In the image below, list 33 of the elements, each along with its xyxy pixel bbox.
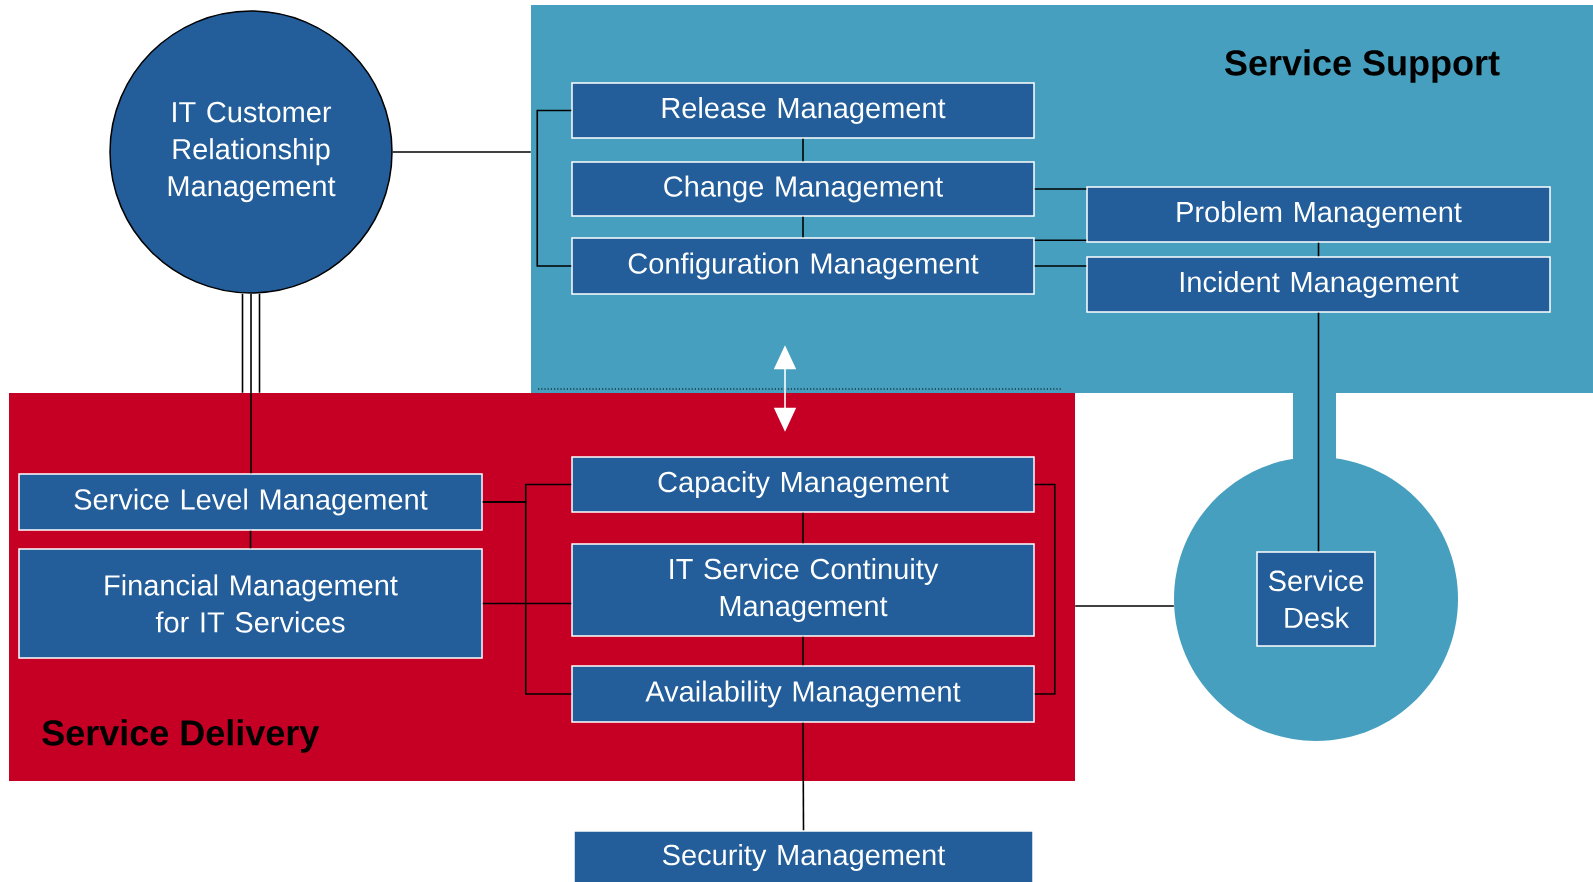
connector-line <box>1033 265 1088 267</box>
process-box: Incident Management <box>1086 256 1551 313</box>
connector-line <box>481 501 573 695</box>
process-box: Service Desk <box>1256 551 1376 647</box>
panel-title: Service Support <box>1225 49 1500 83</box>
connector-line <box>481 602 573 605</box>
process-box: Release Management <box>571 82 1035 139</box>
connector-line <box>802 635 804 667</box>
connector-line <box>1033 239 1088 242</box>
process-box: IT Service Continuity Management <box>571 543 1035 637</box>
connector-line <box>1033 188 1088 190</box>
connector-line <box>536 109 573 267</box>
panel-title: Service Delivery <box>42 719 320 753</box>
process-box: Financial Management for IT Services <box>18 548 483 659</box>
connector-line <box>1033 483 1056 695</box>
connector-line <box>802 511 804 545</box>
connector-line <box>802 721 805 832</box>
connector-line <box>391 151 532 153</box>
connector-line <box>802 137 804 163</box>
process-box: Configuration Management <box>571 237 1035 295</box>
process-box: Problem Management <box>1086 186 1551 243</box>
connector-line <box>1074 605 1175 607</box>
process-box: Service Level Management <box>18 473 483 531</box>
connector-line <box>802 215 804 239</box>
process-box: Capacity Management <box>571 456 1035 513</box>
process-box: Security Management <box>573 830 1034 882</box>
connector-line <box>1317 311 1320 553</box>
connector-line <box>250 292 252 475</box>
process-box: Availability Management <box>571 665 1035 723</box>
connector-line <box>241 292 261 394</box>
process-box: Change Management <box>571 161 1035 217</box>
connector-line <box>1317 241 1320 258</box>
connector-line <box>249 529 252 550</box>
